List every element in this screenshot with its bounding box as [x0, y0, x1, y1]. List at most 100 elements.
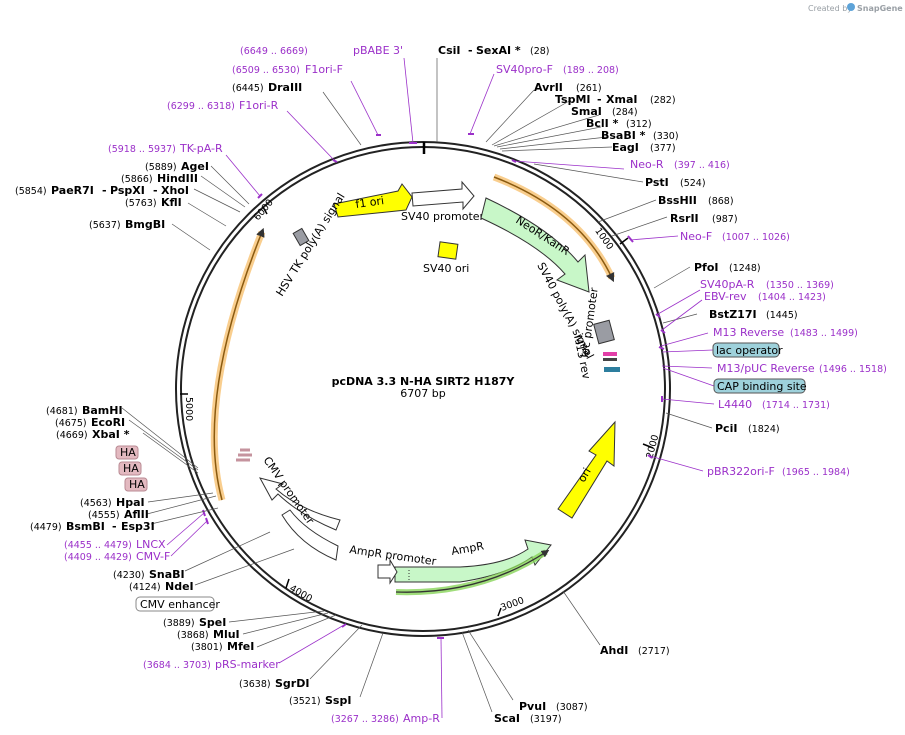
csi-name: CsiI [438, 44, 460, 57]
sv40-ori-box [437, 241, 459, 260]
sca-num: (3197) [530, 714, 562, 725]
hind-name: HindIII [157, 172, 198, 185]
xhoi-name: XhoI [161, 184, 189, 197]
ha-label-2: HA [123, 462, 139, 475]
ampr-primer-name: Amp-R [403, 712, 440, 725]
m13r-range: (1483 .. 1499) [790, 328, 858, 339]
ha-badge-1 [115, 445, 139, 460]
l4440-range: (1714 .. 1731) [762, 400, 830, 411]
eco-name: EcoRI [91, 416, 125, 429]
bsa-name: BsaBI * [601, 129, 646, 142]
lncx-range: (4455 .. 4479) [64, 540, 132, 551]
ha-label-1: HA [120, 446, 136, 459]
bam-name: BamHI [82, 404, 123, 417]
rsr-num: (987) [712, 214, 738, 225]
ssp-num: (3521) [289, 696, 321, 707]
cap-site-badge [713, 378, 806, 394]
ha-badge-2 [118, 461, 142, 476]
ori-label: ori [575, 466, 593, 485]
ori-arrow [557, 420, 616, 519]
lac-marker-2 [603, 358, 617, 361]
dash-csi: - [468, 44, 473, 57]
avr-name: AvrII [534, 81, 563, 94]
snab-num: (4230) [113, 570, 145, 581]
m13p-range: (1496 .. 1518) [819, 364, 887, 375]
dash-tsp: - [597, 93, 602, 106]
sv40pro-range: (189 .. 208) [563, 65, 619, 76]
mlu-num: (3868) [177, 630, 209, 641]
ampr-label: AmpR [450, 539, 485, 558]
bmg-num: (5637) [89, 220, 121, 231]
sca-name: ScaI [494, 712, 520, 725]
age-num: (5889) [145, 162, 177, 173]
lac-operator-marker [603, 352, 617, 356]
tick-label-3000: 3000 [499, 595, 525, 614]
prs-range: (3684 .. 3703) [143, 660, 211, 671]
mlu-name: MluI [213, 628, 240, 641]
cmvf-name: CMV-F [136, 550, 170, 563]
ahd-name: AhdI [600, 644, 628, 657]
eag-name: EagI [612, 141, 639, 154]
neor-arrow [480, 197, 590, 293]
snapgene-logo-icon [847, 3, 855, 11]
dash2: - [153, 184, 158, 197]
bss-num: (868) [708, 196, 734, 207]
ha-badge-3 [124, 477, 148, 492]
tsp-num: (282) [650, 95, 676, 106]
bst-num: (1445) [766, 310, 798, 321]
cmv-enhancer-arc [281, 509, 339, 561]
cmv-enhancer-badge [135, 596, 215, 612]
pbabe-name: pBABE 3' [353, 44, 403, 57]
pae-name: PaeR7I [51, 184, 94, 197]
sirt2-cds-arrow [213, 227, 265, 501]
spe-num: (3889) [163, 618, 195, 629]
sv40pro-name: SV40pro-F [496, 63, 553, 76]
dra-num: (6445) [232, 83, 264, 94]
tick-6000 [262, 206, 268, 215]
hsv-tk-box [292, 227, 310, 247]
tick-label-6000: 6000 [252, 197, 276, 223]
tkpa-name: TK-pA-R [179, 142, 223, 155]
esp3i-name: Esp3I [121, 520, 155, 533]
cmv-promoter-arrow-a [259, 477, 341, 531]
neof-name: Neo-F [680, 230, 712, 243]
neor-cds-arrow [493, 176, 615, 283]
ha-label-3: HA [129, 478, 145, 491]
brand-text: SnapGene [857, 4, 903, 13]
pfo-name: PfoI [694, 261, 719, 274]
tsp-name: TspMI [555, 93, 591, 106]
hsv-tk-label: HSV TK poly(A) signal [274, 191, 348, 299]
hpa-num: (4563) [80, 498, 112, 509]
dash3: - [112, 520, 117, 533]
eag-num: (377) [650, 143, 676, 154]
dra-name: DraIII [268, 81, 302, 94]
f1orif-range: (6509 .. 6530) [232, 65, 300, 76]
afl-name: AflII [124, 508, 149, 521]
pvu-name: PvuI [519, 700, 546, 713]
pfo-num: (1248) [729, 263, 761, 274]
neor-primer-name: Neo-R [630, 158, 664, 171]
pci-name: PciI [715, 422, 737, 435]
xba-name: XbaI * [92, 428, 130, 441]
lac-promoter-label: lac promoter [578, 286, 601, 358]
sv40-promoter-label: SV40 promoter [401, 210, 485, 223]
avr-num: (261) [576, 83, 602, 94]
plasmid-size: 6707 bp [400, 387, 445, 400]
tick-2000 [642, 443, 654, 449]
sexai-name: SexAI * [476, 44, 521, 57]
lncx-name: LNCX [136, 538, 166, 551]
pae-num: (5854) [15, 186, 47, 197]
bsa-num: (330) [653, 131, 679, 142]
f1orir-name: F1ori-R [239, 99, 279, 112]
csi-num: (28) [530, 46, 550, 57]
plasmid-name: pcDNA 3.3 N-HA SIRT2 H187Y [332, 375, 516, 388]
rsr-name: RsrII [670, 212, 699, 225]
sv40-promoter-arrow [411, 180, 475, 211]
lac-operator-badge [712, 342, 780, 358]
age-name: AgeI [181, 160, 209, 173]
m13r-name: M13 Reverse [713, 326, 784, 339]
pci-num: (1824) [748, 424, 780, 435]
bmg-name: BmgBI [125, 218, 165, 231]
primer-ticks [202, 133, 666, 639]
